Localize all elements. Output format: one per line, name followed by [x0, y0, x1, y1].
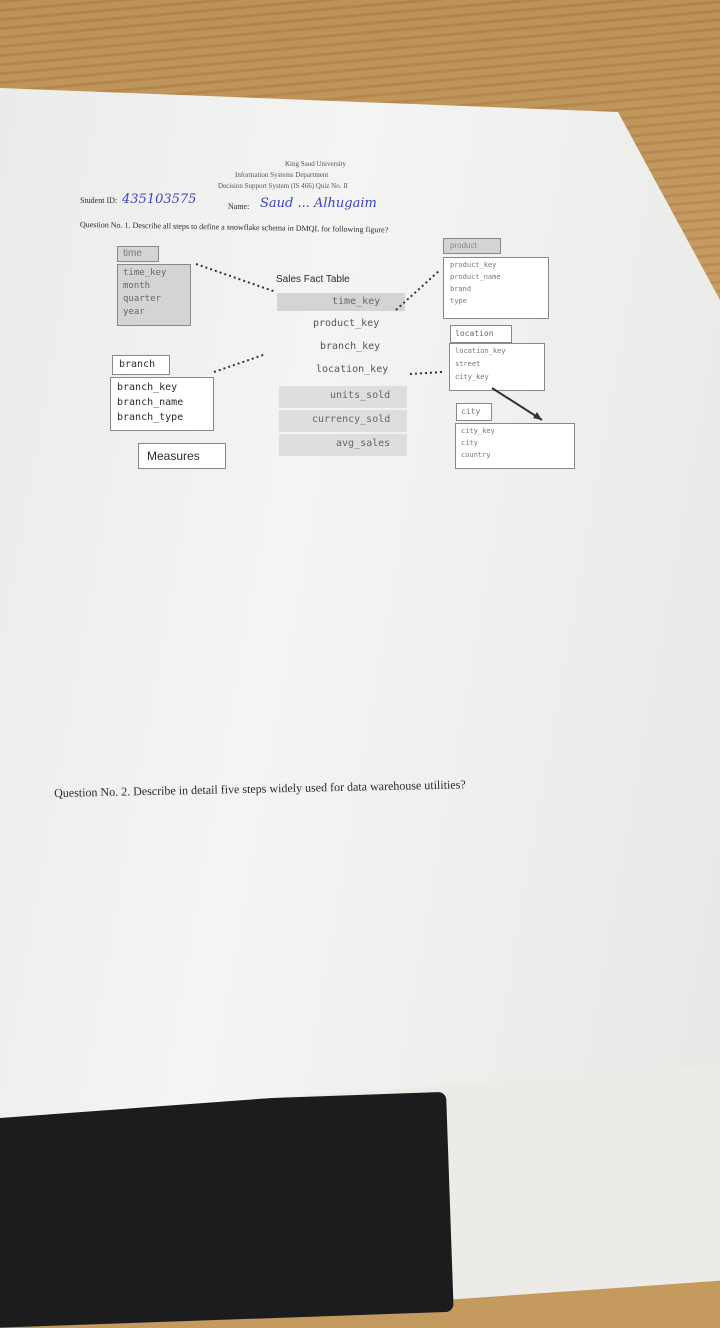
measures-label: Measures: [147, 449, 200, 463]
department-name: Information Systems Department: [235, 171, 329, 179]
product-field: type: [450, 297, 467, 305]
connector-branch: [213, 353, 267, 373]
fact-field-bg: [279, 386, 407, 408]
location-field: street: [455, 360, 481, 368]
branch-title-box: branch: [112, 355, 170, 375]
location-title: location: [455, 329, 494, 338]
city-field: country: [461, 451, 491, 459]
time-title-box: time: [117, 246, 159, 262]
city-fields-box: city_key city country: [455, 423, 575, 469]
fact-field-bg: [277, 293, 405, 311]
location-field: location_key: [455, 347, 506, 355]
time-field: time_key: [123, 268, 167, 278]
product-field: product_name: [450, 273, 501, 281]
product-field: product_key: [450, 261, 497, 269]
connector-city: [491, 387, 543, 421]
branch-field: branch_name: [117, 397, 184, 408]
name-label: Name:: [228, 202, 250, 211]
time-title: time: [123, 248, 142, 259]
location-field: city_key: [455, 373, 489, 381]
product-title: product: [450, 241, 477, 250]
fact-field: product_key: [313, 318, 380, 329]
measures-box: Measures: [138, 443, 226, 469]
location-title-box: location: [450, 325, 512, 343]
name-value: Saud ... Alhugaim: [260, 196, 377, 211]
time-fields-box: time_key month quarter year: [117, 264, 191, 326]
time-field: year: [123, 307, 145, 317]
connector-location: [409, 371, 443, 375]
arrow-head-icon: [533, 412, 542, 420]
product-title-box: product: [443, 238, 501, 254]
product-field: brand: [450, 285, 472, 293]
fact-field: avg_sales: [336, 438, 391, 449]
fact-field-bg: [279, 434, 407, 456]
connector-product: [395, 269, 441, 311]
fact-field: units_sold: [330, 390, 391, 401]
product-fields-box: product_key product_name brand type: [443, 257, 549, 319]
fact-field: currency_sold: [312, 414, 391, 425]
student-id-label: Student ID:: [80, 196, 118, 205]
fact-field: time_key: [332, 296, 381, 307]
fact-field-bg: [279, 410, 407, 432]
branch-fields-box: branch_key branch_name branch_type: [110, 377, 214, 431]
city-field: city_key: [461, 427, 495, 435]
branch-field: branch_key: [117, 382, 178, 393]
course-line: Decision Support System (IS 466) Quiz No…: [218, 182, 348, 190]
branch-title: branch: [119, 359, 156, 370]
branch-field: branch_type: [117, 412, 184, 423]
student-id-value: 435103575: [122, 192, 197, 207]
connector-time: [195, 263, 277, 293]
fact-field: location_key: [316, 364, 389, 375]
city-field: city: [461, 439, 478, 447]
city-title-box: city: [456, 403, 492, 421]
time-field: quarter: [123, 294, 161, 304]
university-name: King Saud University: [285, 160, 347, 168]
city-title: city: [461, 407, 481, 416]
time-field: month: [123, 281, 151, 291]
fact-field: branch_key: [320, 341, 381, 352]
schema-connectors: [195, 263, 543, 421]
fact-table-title: Sales Fact Table: [276, 274, 350, 285]
